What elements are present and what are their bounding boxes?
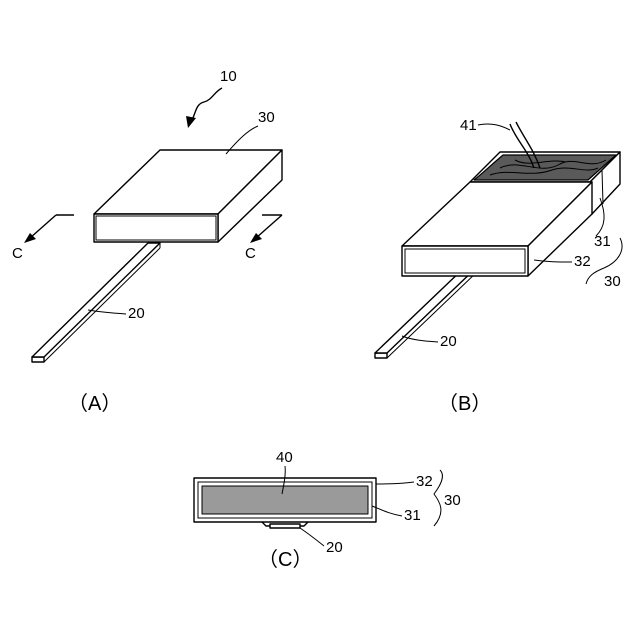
brace-30-c — [434, 470, 442, 526]
caption-b: （B） — [438, 392, 491, 415]
ref-label-20-c: 20 — [326, 539, 343, 556]
leader-20-c — [300, 528, 324, 546]
ref-label-20-b: 20 — [440, 333, 457, 350]
caption-c: （C） — [258, 548, 312, 571]
ref-label-32-b: 32 — [574, 253, 591, 270]
section-label-right: C — [245, 245, 256, 262]
ref-label-20-a: 20 — [128, 305, 145, 322]
figure-c: 40 32 31 30 20 （C） — [194, 449, 461, 571]
tab-20-c — [262, 522, 308, 528]
ref-label-41: 41 — [460, 117, 477, 134]
figure-b: 41 31 32 30 20 （B） — [375, 117, 622, 415]
caption-a: （A） — [68, 392, 121, 415]
leader-41 — [478, 124, 510, 130]
leader-10 — [192, 88, 222, 120]
section-label-left: C — [12, 245, 23, 262]
leader-32-c — [376, 482, 414, 484]
package-box-a — [94, 150, 282, 242]
tab-20-a — [32, 243, 160, 362]
ref-label-31-c: 31 — [404, 507, 421, 524]
ref-label-30-a: 30 — [258, 109, 275, 126]
section-arrow-right — [250, 215, 282, 243]
figure-a: C C 10 30 20 （A） — [12, 68, 282, 415]
core-40-section — [202, 486, 368, 514]
arrowhead-10 — [186, 116, 196, 128]
section-arrow-left — [24, 215, 74, 243]
ref-label-30-b: 30 — [604, 273, 621, 290]
ref-label-40: 40 — [276, 449, 293, 466]
ref-label-10: 10 — [220, 68, 237, 85]
ref-label-30-c: 30 — [444, 492, 461, 509]
ref-label-32-c: 32 — [416, 473, 433, 490]
